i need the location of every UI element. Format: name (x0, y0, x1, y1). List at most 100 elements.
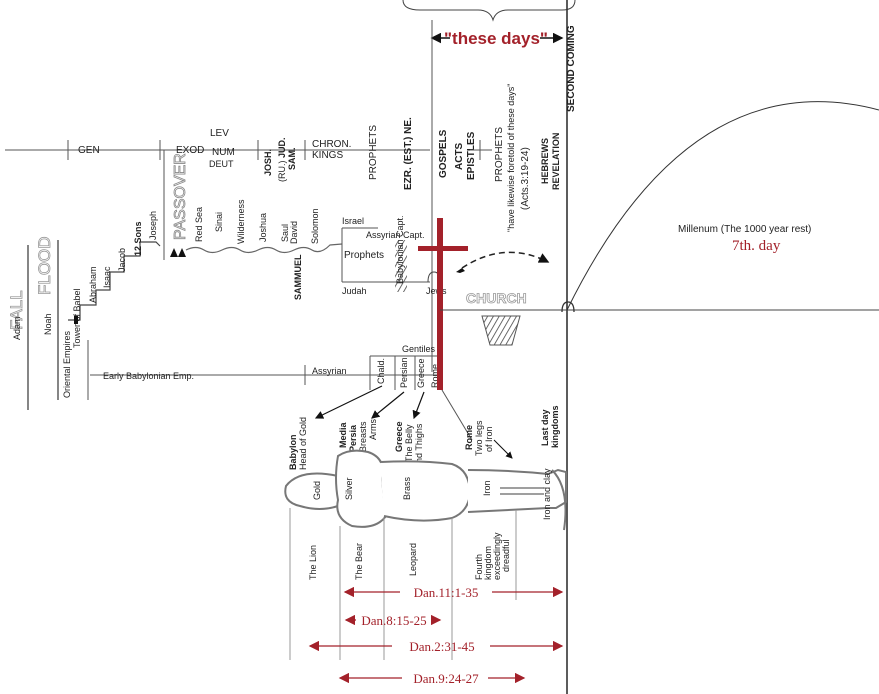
book-acts: ACTS (454, 142, 465, 170)
prophets-label: Prophets (344, 250, 384, 261)
sinai-label: Sinai (214, 212, 224, 232)
dan-8: Dan.8:15-25 (361, 613, 426, 628)
passover-marker (170, 248, 178, 257)
book-jud: JUD. (277, 137, 287, 158)
book-gen: GEN (78, 145, 100, 156)
beast-bear: The Bear (354, 543, 364, 580)
rome-label: Rome (430, 364, 440, 388)
jacob-label: Jacob (117, 248, 127, 272)
millenium-label: Millenum (The 1000 year rest) (678, 224, 811, 235)
joseph-label: Joseph (148, 211, 158, 240)
head-of-gold: Head of Gold (298, 417, 308, 470)
book-num: NUM (212, 147, 235, 158)
millenium-arc (566, 101, 879, 311)
last-day-label: Last day (540, 409, 550, 446)
dan-9: Dan.9:24-27 (413, 671, 479, 686)
gold-label: Gold (312, 481, 322, 500)
dove-icon (456, 268, 465, 273)
early-babylonian: Early Babylonian Emp. (103, 371, 194, 381)
statue-arrow (412, 391, 425, 420)
babylonian-capt-hatch (395, 240, 407, 292)
seventh-day-label: 7th. day (732, 238, 781, 254)
fall-label: FALL (7, 290, 26, 330)
dan-2: Dan.2:31-45 (409, 639, 474, 654)
belly-label: The Belly (404, 424, 414, 462)
flood-label: FLOOD (35, 236, 54, 295)
wilderness-label: Wilderness (236, 199, 246, 244)
wilderness-path (185, 243, 343, 254)
book-lev: LEV (210, 128, 229, 139)
rome-heading: Rome (464, 425, 474, 450)
assyrian-label: Assyrian (312, 366, 347, 376)
kingdoms-label: kingdoms (550, 405, 560, 448)
book-ezra: EZR. (EST.) NE. (403, 117, 414, 190)
abraham-label: Abraham (88, 266, 98, 303)
adam-label: Adam (12, 316, 22, 340)
church-hatch (481, 315, 521, 346)
solomon-label: Solomon (310, 208, 320, 244)
book-prophets-nt: PROPHETS (494, 127, 505, 182)
passover-marker (178, 248, 186, 257)
media-label: Media (338, 421, 348, 448)
oriental-empires: Oriental Empires (62, 330, 72, 398)
church-label: CHURCH (466, 290, 527, 306)
persia-label: Persia (348, 424, 358, 452)
book-revelation: REVELATION (551, 133, 561, 190)
judah-label: Judah (342, 286, 367, 296)
red-sea-label: Red Sea (194, 207, 204, 242)
thighs-label: and Thighs (414, 423, 424, 468)
two-legs-label: Two legs (474, 420, 484, 456)
tower-marker (74, 316, 78, 324)
of-iron-label: of Iron (484, 426, 494, 452)
statue-pointer (441, 389, 473, 441)
babylon-label: Babylon (288, 434, 298, 470)
rapture-loop (561, 301, 575, 313)
saul-label: Saul (280, 224, 290, 242)
persian-label: Persian (399, 357, 409, 388)
assyrian-capt-label: Assyrian Capt. (366, 230, 425, 240)
passover-label: PASSOVER (172, 153, 189, 240)
cross-horizontal (418, 246, 468, 251)
cross-vertical (437, 218, 443, 390)
jews-label: Jews (426, 286, 447, 296)
beast-leopard: Leopard (408, 543, 418, 576)
church-arc (461, 251, 550, 269)
patriarch-staircase (68, 241, 161, 321)
twelve-sons-label: 12 Sons (133, 221, 143, 256)
book-epistles: EPISTLES (466, 131, 477, 180)
greece-heading: Greece (394, 421, 404, 452)
these-days-label: "these days" (444, 29, 548, 48)
arms-label: Arms (368, 419, 378, 440)
beast-fourth-4: dreadful (501, 539, 511, 572)
foretold-quote: "have likewise foretold of these days" (506, 84, 516, 232)
chald-label: Chald. (376, 358, 386, 384)
book-deut: DEUT (209, 159, 234, 169)
book-sam: SAM. (287, 148, 297, 171)
noah-label: Noah (43, 313, 53, 335)
beast-lion: The Lion (308, 545, 318, 580)
book-chron: CHRON. (312, 139, 351, 150)
gentiles-label: Gentiles (402, 344, 436, 354)
statue-figure (284, 449, 568, 531)
isaac-label: Isaac (102, 266, 112, 288)
israel-label: Israel (342, 216, 364, 226)
book-kings: KINGS (312, 150, 343, 161)
beast-fourth-3: exceedingly (492, 532, 502, 580)
book-prophets: PROPHETS (368, 125, 379, 180)
book-hebrews: HEBREWS (540, 138, 550, 184)
book-josh: JOSH. (263, 149, 273, 176)
iron-label: Iron (482, 480, 492, 496)
book-gospels: GOSPELS (438, 129, 449, 178)
greece-label: Greece (416, 358, 426, 388)
statue-arrow (314, 385, 383, 419)
top-brace (402, 0, 576, 22)
babylonian-capt-label: Babylonian Capt. (395, 215, 405, 284)
iron-clay-label: Iron and clay (542, 468, 552, 520)
beast-fourth-2: kingdom (483, 546, 493, 580)
brass-label: Brass (402, 476, 412, 500)
acts-reference: (Acts.3:19-24) (520, 147, 531, 210)
joshua-label: Joshua (258, 213, 268, 242)
dan-11: Dan.11:1-35 (414, 585, 479, 600)
